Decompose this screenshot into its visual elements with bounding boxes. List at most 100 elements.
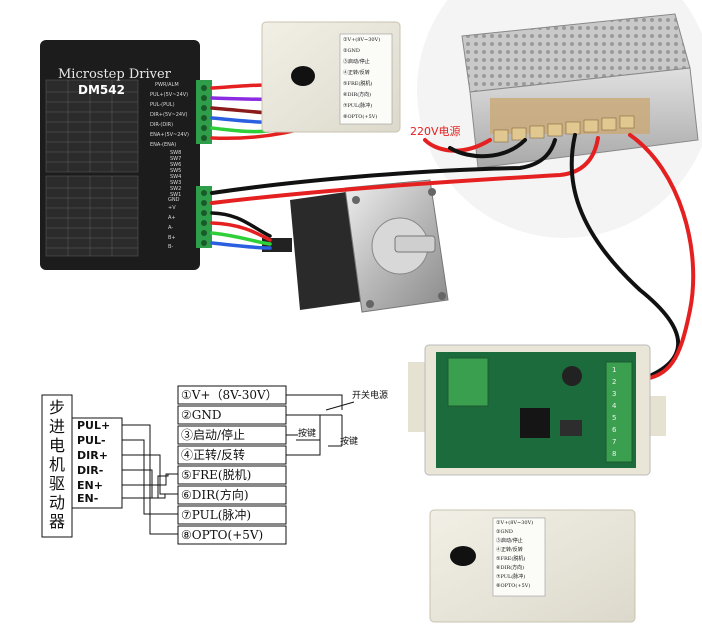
schematic-driver-char-4: 机: [49, 455, 66, 474]
schematic-conn-4: ④正转/反转: [181, 448, 246, 462]
driver-terminal-a-minus: A-: [168, 225, 174, 231]
driver-terminal-pul-minus: PUL-(PUL): [150, 102, 175, 108]
driver-signal-terminal: [196, 80, 212, 144]
pcb-pin-num-5: 5: [612, 414, 616, 422]
cover-bottom-conn-6: ⑥DIR(方向): [496, 565, 525, 571]
schematic-driver-char-6: 动: [49, 493, 66, 512]
schematic-conn-5: ⑤FRE(脱机): [181, 468, 252, 482]
driver-current-table: [45, 79, 139, 173]
pcb-capacitor: [562, 366, 582, 386]
schematic: [41, 385, 355, 545]
schematic-pin-en-minus: EN-: [77, 492, 99, 505]
driver-title: Microstep Driver: [58, 67, 171, 82]
driver-switch-sw4: SW4: [170, 174, 182, 180]
schematic-conn-8: ⑧OPTO(+5V): [181, 528, 264, 542]
pcb-pin-num-7: 7: [612, 438, 616, 446]
cover-knob-hole: [291, 66, 315, 86]
schematic-driver-char-5: 驱: [49, 474, 66, 493]
driver-switch-sw5: SW5: [170, 168, 182, 174]
cover-connector-table-bottom: [492, 517, 546, 597]
cover-top-conn-6: ⑥DIR(方向): [343, 92, 372, 98]
driver-terminal-gnd: GND: [168, 197, 180, 203]
pcb-pin-num-8: 8: [612, 450, 616, 458]
controller-pcb: 1 2 3 4 5 6 7 8: [408, 344, 666, 476]
pcb-right-terminal: [605, 361, 633, 463]
driver-terminal-dir-plus: DIR+(5V~24V): [150, 112, 188, 118]
driver-switch-sw1: SW1: [170, 192, 182, 198]
cover-bottom-conn-4: ④正转/反转: [496, 547, 523, 553]
driver-model: DM542: [78, 83, 125, 97]
driver-switch-sw8: SW8: [170, 150, 182, 156]
schematic-driver-char-1: 步: [49, 398, 66, 417]
controller-cover-top: [261, 21, 401, 133]
cover-top-conn-5: ⑤FRE(脱机): [343, 81, 373, 87]
cover-top-conn-4: ④正转/反转: [343, 70, 370, 76]
driver-motor-wires: [210, 211, 272, 250]
cover-bottom-conn-5: ⑤FRE(脱机): [496, 556, 526, 562]
driver-terminal-b-minus: B-: [168, 244, 174, 250]
driver-terminal-vplus: +V: [168, 205, 176, 211]
driver-switch-sw7: SW7: [170, 156, 182, 162]
main-wires: [210, 133, 696, 382]
schematic-pin-pul-plus: PUL+: [77, 419, 111, 432]
pcb-case-right: [646, 396, 666, 436]
pcb-left-terminal: [447, 357, 489, 407]
cover-top-conn-7: ⑦PUL(脉冲): [343, 103, 373, 109]
driver-table-lines: [46, 80, 138, 256]
schematic-pin-dir-minus: DIR-: [77, 464, 104, 477]
schematic-pin-dir-plus: DIR+: [77, 449, 108, 462]
cover-knob-hole-bottom: [450, 546, 476, 566]
power-supply: [417, 0, 702, 238]
schematic-conn-2: ②GND: [181, 408, 222, 422]
driver-terminal-a-plus: A+: [168, 215, 176, 221]
cover-top-conn-3: ③启动/停止: [343, 59, 370, 65]
pcb-component: [560, 420, 582, 436]
pcb-pin-num-4: 4: [612, 402, 617, 410]
schematic-driver-char-3: 电: [49, 436, 66, 455]
pcb-pin-num-1: 1: [612, 366, 616, 374]
terminal-screws: [201, 85, 207, 246]
motor-shaft: [394, 235, 436, 253]
cover-bottom-conn-2: ②GND: [496, 529, 513, 535]
cover-bottom-conn-1: ①V+(8V~30V): [496, 520, 534, 526]
pcb-chip: [520, 408, 550, 438]
driver-terminal-ena-minus: ENA-(ENA): [150, 142, 177, 148]
stepper-driver: [40, 40, 212, 270]
psu-input-label: 220V电源: [410, 125, 461, 138]
schematic-pin-pul-minus: PUL-: [77, 434, 106, 447]
driver-switch-sw6: SW6: [170, 162, 182, 168]
driver-switch-sw2: SW2: [170, 186, 182, 192]
schematic-switch-power-label: 开关电源: [352, 391, 389, 401]
schematic-driver-char-7: 器: [49, 512, 66, 531]
schematic-pin-en-plus: EN+: [77, 479, 103, 492]
schematic-button-label-1: 按键: [298, 429, 317, 439]
schematic-button-label-2: 按键: [340, 437, 359, 447]
schematic-wiring: [122, 394, 355, 535]
driver-terminal-pul-plus: PUL+(5V~24V): [150, 92, 189, 98]
schematic-conn-3: ③启动/停止: [181, 428, 246, 442]
cover-bottom-conn-3: ③启动/停止: [496, 538, 523, 544]
cover-bottom-conn-8: ⑧OPTO(+5V): [496, 583, 531, 589]
cover-top-conn-1: ①V+(8V~30V): [343, 37, 381, 43]
driver-switch-sw3: SW3: [170, 180, 182, 186]
driver-pulse-table: [45, 175, 139, 257]
stepper-motor: [262, 179, 449, 313]
schematic-driver-char-2: 进: [49, 417, 66, 436]
cover-connector-table: [339, 33, 393, 125]
driver-terminal-b-plus: B+: [168, 235, 176, 241]
pcb-pin-num-3: 3: [612, 390, 616, 398]
driver-power-terminal: [196, 186, 212, 248]
driver-terminal-ena-plus: ENA+(5V~24V): [150, 132, 189, 138]
controller-cover-bottom: [429, 509, 636, 623]
schematic-conn-1: ①V+（8V-30V）: [181, 388, 278, 402]
psu-terminals: [493, 115, 635, 143]
schematic-pin-box: [71, 417, 123, 509]
schematic-conn-6: ⑥DIR(方向): [181, 488, 249, 502]
cover-top-conn-2: ②GND: [343, 48, 360, 54]
schematic-conn-7: ⑦PUL(脉冲): [181, 508, 252, 522]
driver-terminal-pwr: PWR/ALM: [155, 82, 179, 88]
cover-bottom-conn-7: ⑦PUL(脉冲): [496, 574, 526, 580]
pcb-pin-num-2: 2: [612, 378, 616, 386]
cover-top-conn-8: ⑧OPTO(+5V): [343, 114, 378, 120]
